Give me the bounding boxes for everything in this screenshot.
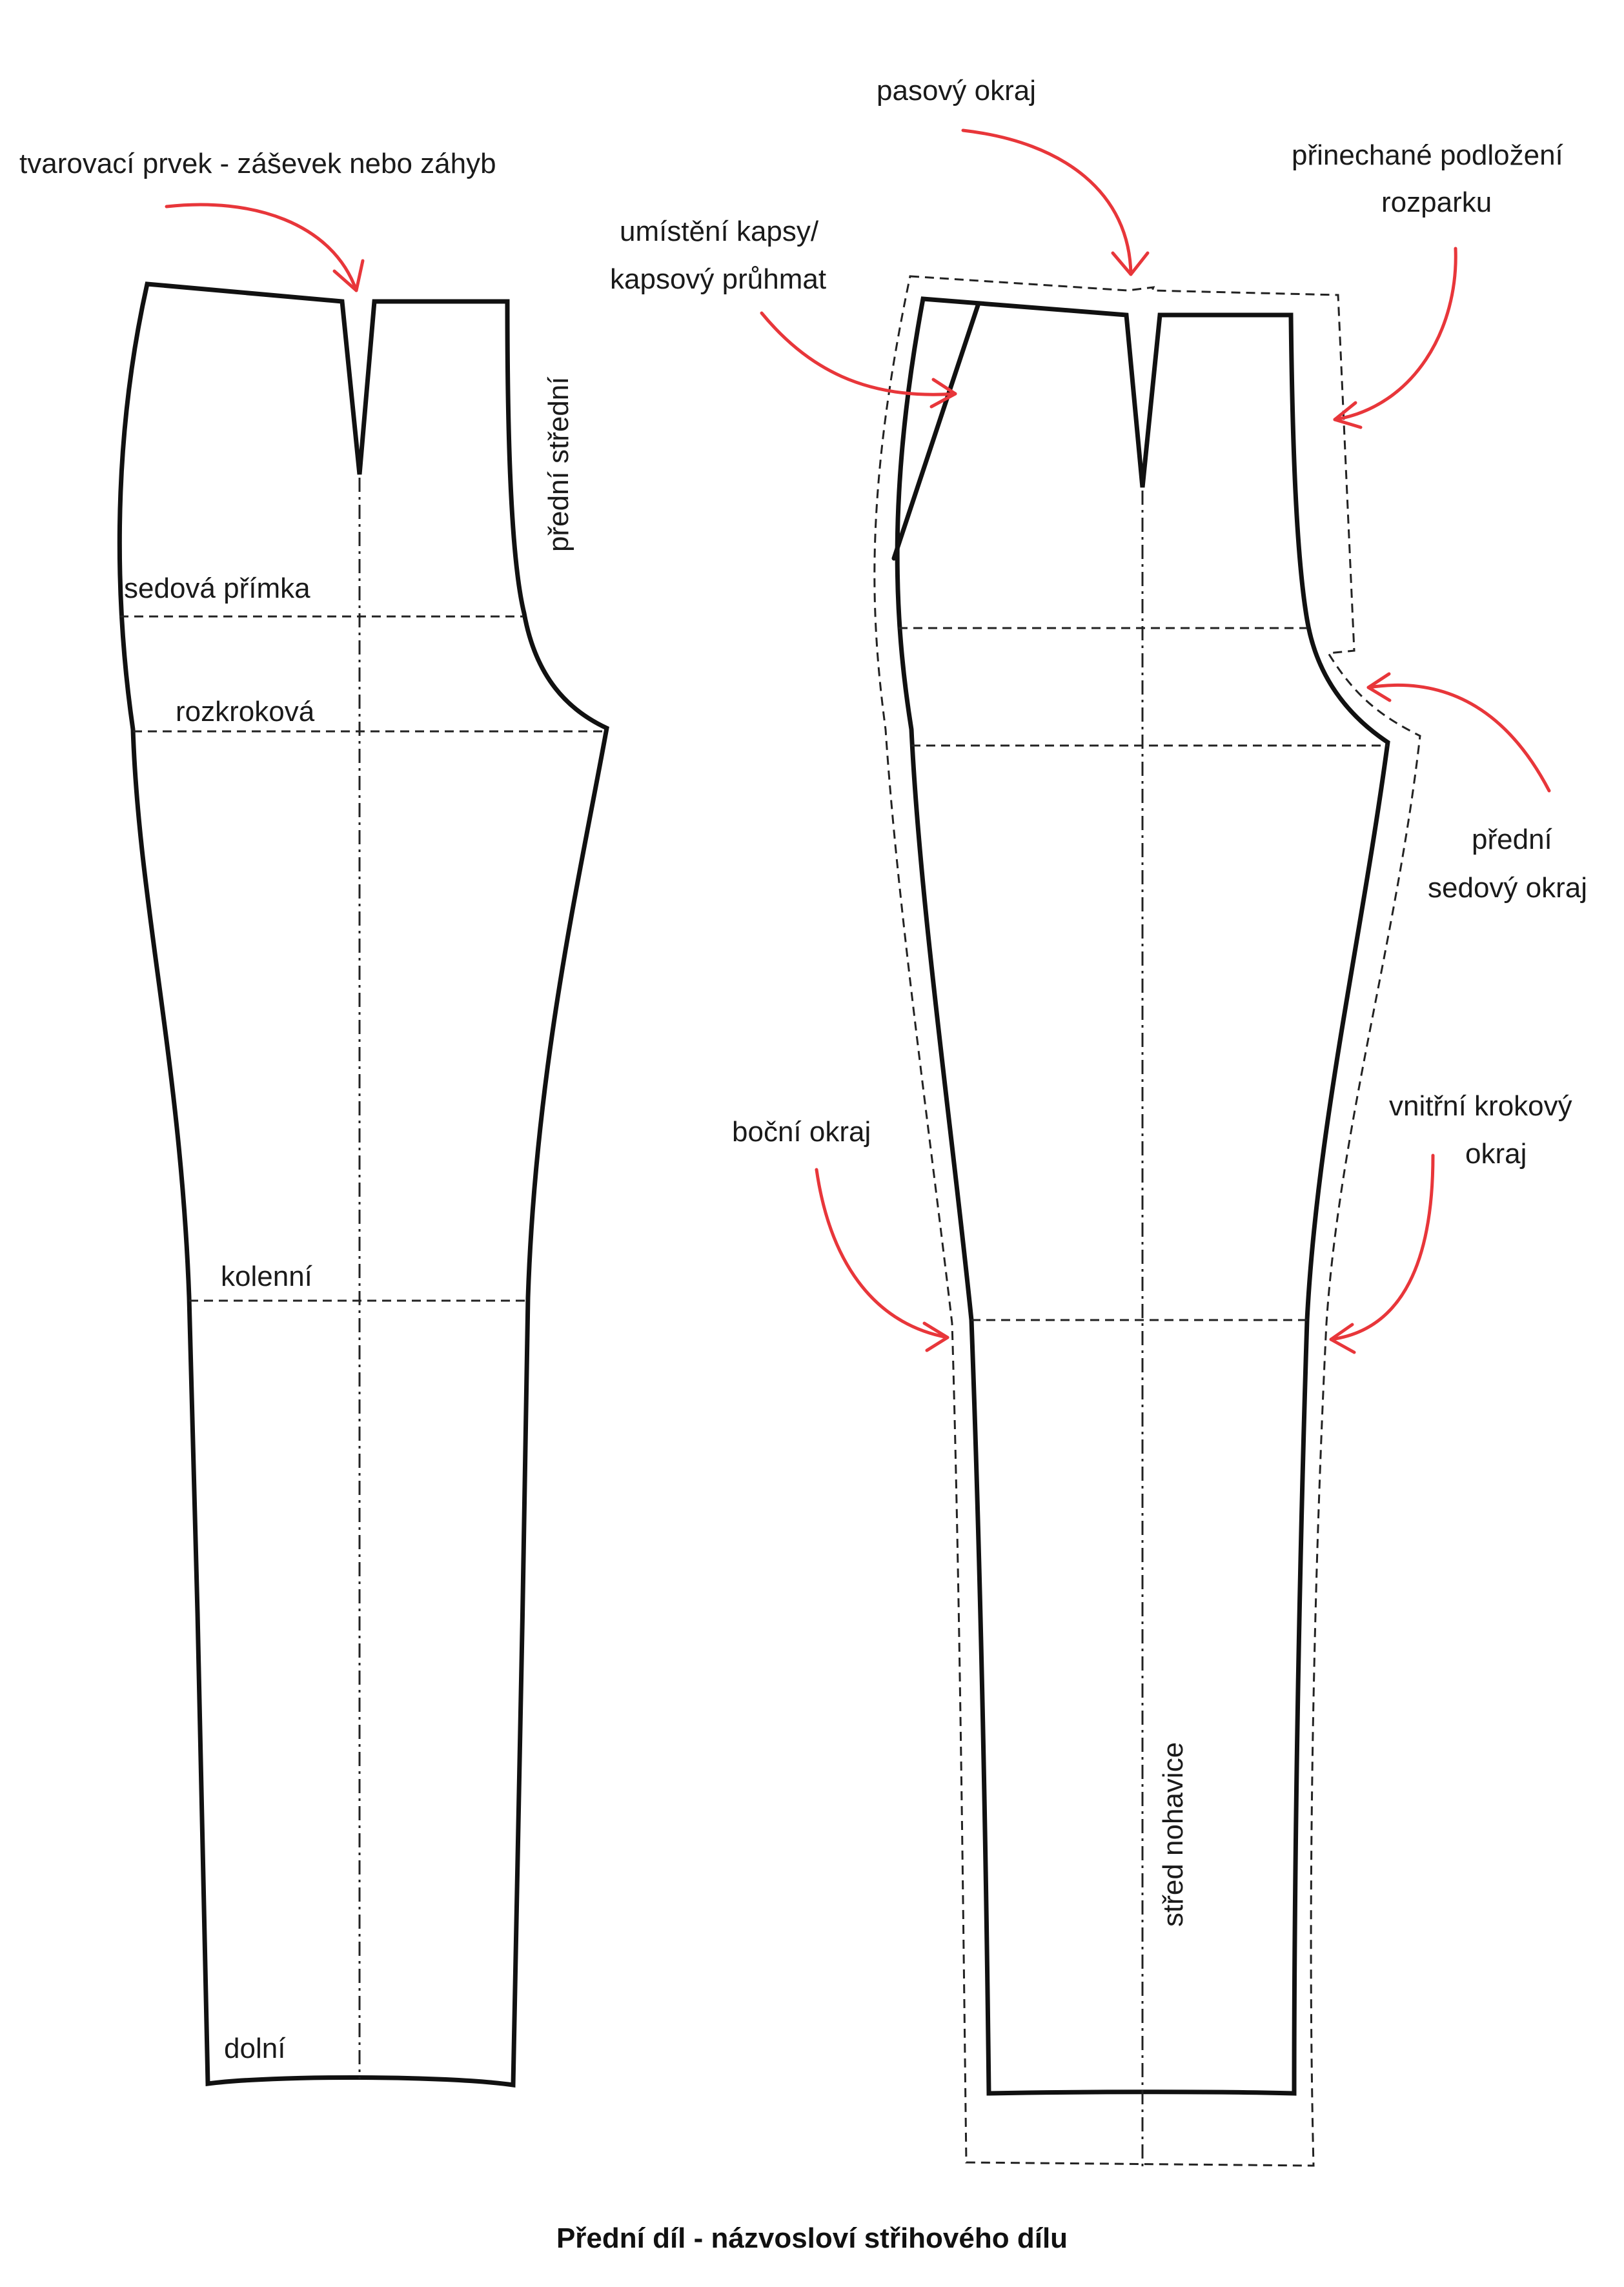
label-front-rise-1: přední <box>1472 824 1553 855</box>
labels: tvarovací prvek - záševek nebo záhyb pře… <box>19 75 1587 2064</box>
label-side-seam: boční okraj <box>732 1116 871 1148</box>
arrow-inseam <box>1329 1154 1435 1354</box>
page-title: Přední díl - názvosloví střihového dílu <box>556 2222 1068 2254</box>
arrow-waist <box>961 128 1150 276</box>
label-inseam-1: vnitřní krokový <box>1389 1090 1572 1122</box>
label-hem-line: dolní <box>224 2033 286 2064</box>
arrow-dart <box>165 203 365 292</box>
right-seam-allowance-outline <box>873 275 1421 2167</box>
label-pocket-2: kapsový průhmat <box>610 263 826 295</box>
label-grainline: střed nohavice <box>1157 1742 1189 1927</box>
arrow-fly <box>1333 247 1457 429</box>
label-fly-2: rozparku <box>1381 187 1492 218</box>
left-piece-outline <box>117 281 609 2088</box>
label-pocket: umístění kapsy/ <box>620 216 819 247</box>
annotation-arrows <box>165 128 1551 1354</box>
right-piece-outline <box>895 296 1390 2096</box>
label-hip-line: sedová přímka <box>124 573 310 604</box>
arrow-front-rise <box>1366 672 1551 793</box>
arrow-side-seam <box>815 1168 949 1352</box>
label-inseam-2: okraj <box>1465 1138 1527 1170</box>
label-knee-line: kolenní <box>221 1261 313 1292</box>
pocket-opening-line <box>891 301 981 561</box>
label-front-center: přední střední <box>543 376 574 552</box>
left-pattern-piece <box>117 281 609 2088</box>
label-fly-1: přinechané podložení <box>1292 139 1564 171</box>
label-crotch-line: rozkroková <box>176 696 315 727</box>
arrow-pocket <box>760 311 957 409</box>
label-front-rise-2: sedový okraj <box>1428 872 1587 904</box>
right-pattern-piece <box>873 275 1421 2169</box>
label-dart: tvarovací prvek - záševek nebo záhyb <box>19 148 496 179</box>
label-waist-edge: pasový okraj <box>877 75 1036 107</box>
